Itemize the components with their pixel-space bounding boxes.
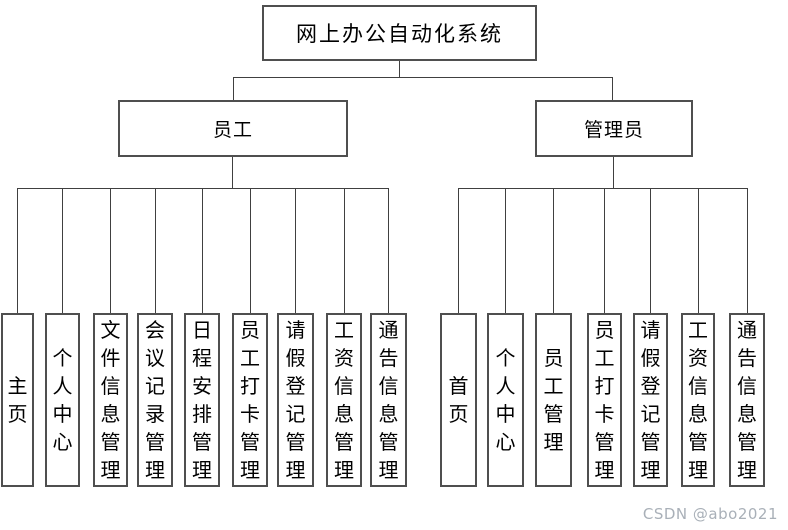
leaf-label: 请假登记管理 [285,318,306,482]
connector-drop-emp-5 [250,188,251,313]
leaf-label: 通告信息管理 [737,318,757,482]
leaf-label: 工资信息管理 [334,318,354,482]
connector-admin-horizontal [458,188,748,189]
node-adm-leave-reg-mgmt: 请假登记管理 [633,313,668,487]
connector-drop-adm-1 [505,188,506,313]
connector-drop-emp-8 [388,188,389,313]
leaf-label: 首页 [448,374,469,426]
connector-drop-adm-6 [747,188,748,313]
node-adm-personal-center: 个人中心 [487,313,524,487]
node-emp-meeting-record-mgmt: 会议记录管理 [137,313,173,487]
connector-drop-admin [612,77,613,100]
connector-drop-adm-0 [458,188,459,313]
leaf-label: 员工管理 [543,346,564,454]
connector-root-horizontal [233,77,613,78]
connector-drop-emp-0 [17,188,18,313]
leaf-label: 日程安排管理 [192,318,212,482]
leaf-label: 会议记录管理 [145,318,165,482]
node-adm-salary-info-mgmt: 工资信息管理 [681,313,715,487]
node-adm-notice-info-mgmt: 通告信息管理 [729,313,765,487]
connector-employee-horizontal [17,188,389,189]
connector-drop-emp-3 [155,188,156,313]
node-adm-home: 首页 [440,313,477,487]
leaf-label: 通告信息管理 [378,318,399,482]
connector-root-stub [399,61,400,77]
node-employee: 员工 [118,100,348,157]
node-adm-clockin-mgmt: 员工打卡管理 [587,313,622,487]
leaf-label: 工资信息管理 [688,318,708,482]
leaf-label: 员工打卡管理 [240,318,260,482]
connector-employee-stub [232,157,233,188]
leaf-label: 员工打卡管理 [594,318,615,482]
leaf-label: 个人中心 [495,346,516,454]
leaf-label: 主页 [7,374,28,426]
node-emp-notice-info-mgmt: 通告信息管理 [370,313,407,487]
node-emp-personal-center: 个人中心 [45,313,80,487]
connector-drop-emp-2 [110,188,111,313]
connector-drop-emp-7 [344,188,345,313]
connector-drop-adm-3 [604,188,605,313]
connector-admin-stub [613,157,614,188]
leaf-label: 个人中心 [52,346,73,454]
connector-drop-adm-5 [698,188,699,313]
node-emp-leave-reg-mgmt: 请假登记管理 [277,313,314,487]
node-emp-schedule-mgmt: 日程安排管理 [184,313,220,487]
connector-drop-emp-4 [202,188,203,313]
node-emp-file-info-mgmt: 文件信息管理 [93,313,128,487]
node-admin: 管理员 [535,100,693,157]
connector-drop-emp-6 [295,188,296,313]
node-emp-salary-info-mgmt: 工资信息管理 [326,313,362,487]
connector-drop-adm-4 [650,188,651,313]
connector-drop-adm-2 [553,188,554,313]
node-emp-home: 主页 [1,313,34,487]
leaf-label: 文件信息管理 [100,318,121,482]
leaf-label: 请假登记管理 [640,318,661,482]
node-root: 网上办公自动化系统 [262,5,537,61]
node-emp-clockin-mgmt: 员工打卡管理 [232,313,268,487]
connector-drop-emp-1 [62,188,63,313]
node-adm-employee-mgmt: 员工管理 [535,313,572,487]
connector-drop-employee [233,77,234,100]
csdn-watermark: CSDN @abo2021 [642,505,778,523]
